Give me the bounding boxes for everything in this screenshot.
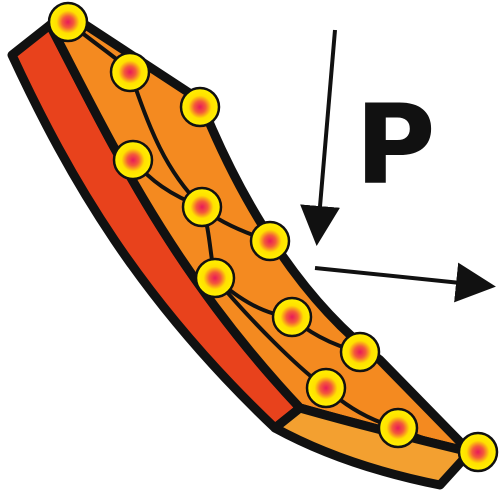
bead	[339, 331, 381, 373]
bead	[271, 296, 313, 338]
bead-chain	[47, 1, 499, 473]
bead	[112, 139, 154, 181]
bead	[457, 431, 499, 473]
downward-arrow	[300, 29, 340, 246]
bead	[47, 1, 89, 43]
bead	[377, 407, 419, 449]
bead	[109, 51, 151, 93]
bead	[249, 220, 291, 262]
bead	[181, 186, 223, 228]
bead	[194, 257, 236, 299]
label-p: P	[355, 81, 436, 209]
bead	[305, 367, 347, 409]
bead	[179, 86, 221, 128]
rightward-arrow	[314, 262, 496, 303]
